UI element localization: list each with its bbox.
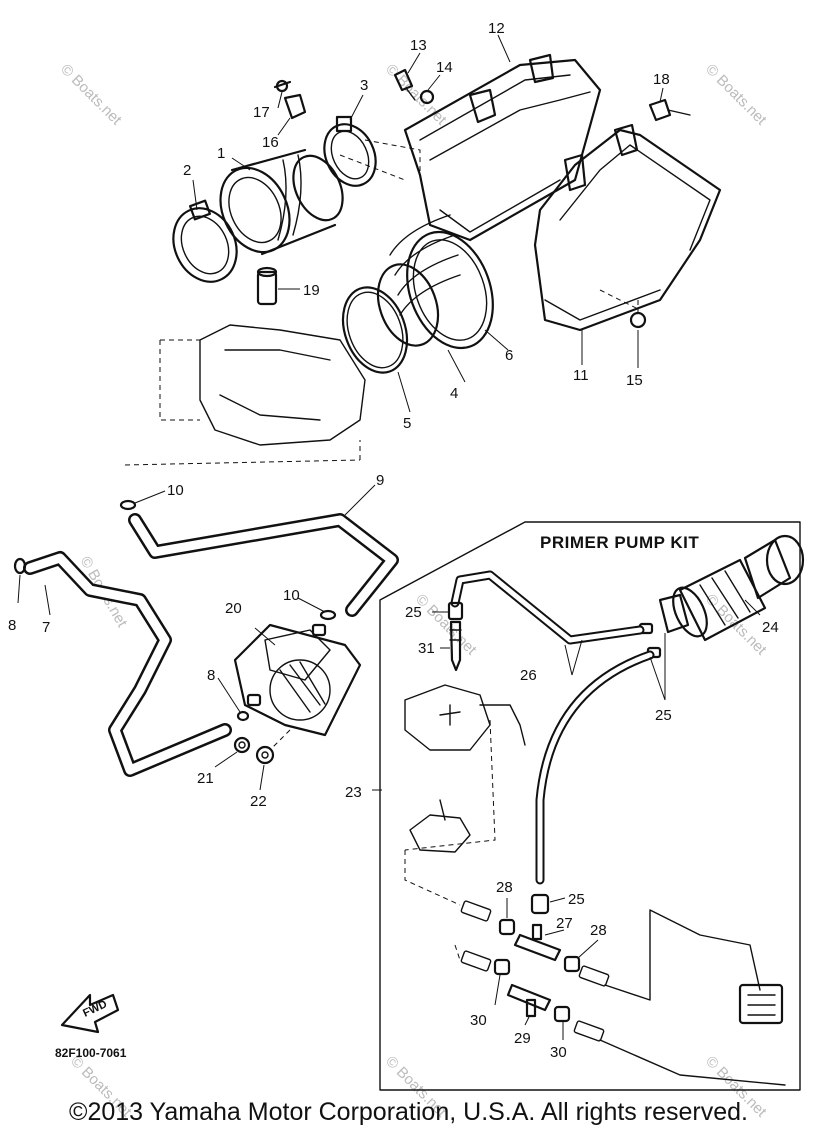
bolt-18 — [648, 98, 691, 122]
nut-21 — [233, 736, 251, 754]
kit-title: PRIMER PUMP KIT — [540, 533, 699, 552]
copyright-notice: ©2013 Yamaha Motor Corporation, U.S.A. A… — [69, 1098, 748, 1126]
tee-29 — [506, 983, 552, 1018]
callout-15: 15 — [626, 372, 643, 389]
clip-30a — [493, 958, 511, 976]
callout-1: 1 — [217, 145, 225, 162]
callout-7: 7 — [42, 619, 50, 636]
airbox-cover-12 — [403, 53, 602, 242]
ring-5 — [341, 286, 409, 374]
clip-10b — [319, 609, 337, 621]
fitting-25c — [530, 893, 550, 915]
engine-ghost — [124, 139, 421, 466]
callout-4: 4 — [450, 385, 458, 402]
drawing-code: 82F100-7061 — [55, 1046, 127, 1060]
callout-24: 24 — [762, 619, 779, 636]
hose-26 — [450, 570, 655, 885]
fuel-pump-20 — [233, 623, 362, 751]
callout-8-right: 8 — [207, 667, 215, 684]
primer-pump-24 — [638, 534, 805, 659]
hose-9 — [128, 513, 399, 617]
callout-31: 31 — [418, 640, 435, 657]
carburetor-ghost — [404, 684, 526, 851]
callout-14: 14 — [436, 59, 453, 76]
clip-28b — [563, 955, 581, 973]
callout-26: 26 — [520, 667, 537, 684]
callout-9: 9 — [376, 472, 384, 489]
callout-28-left: 28 — [496, 879, 513, 896]
hose-7 — [23, 551, 232, 777]
callout-25-bottom: 25 — [568, 891, 585, 908]
callout-21: 21 — [197, 770, 214, 787]
callout-25-right: 25 — [655, 707, 672, 724]
watermark-6: © Boats.net — [702, 591, 770, 659]
airbox-11 — [533, 123, 722, 332]
watermark-1: © Boats.net — [57, 61, 125, 129]
callout-28-right: 28 — [590, 922, 607, 939]
callout-29: 29 — [514, 1030, 531, 1047]
lower-piping — [404, 850, 786, 1086]
clip-8b — [236, 710, 250, 722]
callout-10-top: 10 — [167, 482, 184, 499]
callout-13: 13 — [410, 37, 427, 54]
callout-5: 5 — [403, 415, 411, 432]
bolt-13 — [393, 68, 435, 105]
washer-22 — [255, 745, 275, 765]
intake-boot-1 — [219, 148, 344, 256]
callout-8-left: 8 — [8, 617, 16, 634]
nipple-31 — [449, 620, 462, 672]
nut-15 — [629, 300, 647, 329]
callout-22: 22 — [250, 793, 267, 810]
callout-12: 12 — [488, 20, 505, 37]
callout-16: 16 — [262, 134, 279, 151]
filter-bellows-4-6 — [376, 214, 494, 350]
callout-3: 3 — [360, 77, 368, 94]
fitting-19 — [256, 266, 278, 306]
callout-2: 2 — [183, 162, 191, 179]
callout-10-mid: 10 — [283, 587, 300, 604]
callout-17: 17 — [253, 104, 270, 121]
callout-23: 23 — [345, 784, 362, 801]
clip-8a — [13, 557, 27, 575]
callout-11: 11 — [573, 367, 589, 384]
watermark-3: © Boats.net — [702, 61, 770, 129]
clip-30b — [553, 1005, 571, 1023]
kit-box — [379, 521, 801, 1091]
callout-6: 6 — [505, 347, 513, 364]
clamp-3 — [323, 115, 377, 187]
fitting-25a — [447, 601, 464, 621]
tee-27 — [513, 923, 562, 962]
callout-20: 20 — [225, 600, 242, 617]
clip-10a — [119, 499, 137, 511]
callout-19: 19 — [303, 282, 320, 299]
leader-lines — [17, 34, 761, 1040]
valve-ghost — [409, 799, 471, 853]
callout-18: 18 — [653, 71, 670, 88]
callouts: 1 2 3 4 5 6 7 8 8 9 10 10 11 12 13 14 15… — [8, 20, 779, 1061]
callout-25-top: 25 — [405, 604, 422, 621]
callout-27: 27 — [556, 915, 573, 932]
clamp-2 — [172, 199, 238, 283]
callout-30-left: 30 — [470, 1012, 487, 1029]
bracket-16 — [273, 79, 307, 120]
fwd-arrow: FWD — [60, 993, 120, 1034]
callout-30-right: 30 — [550, 1044, 567, 1061]
clip-28a — [498, 918, 516, 936]
watermarks: © Boats.net © Boats.net © Boats.net © Bo… — [57, 61, 770, 1121]
